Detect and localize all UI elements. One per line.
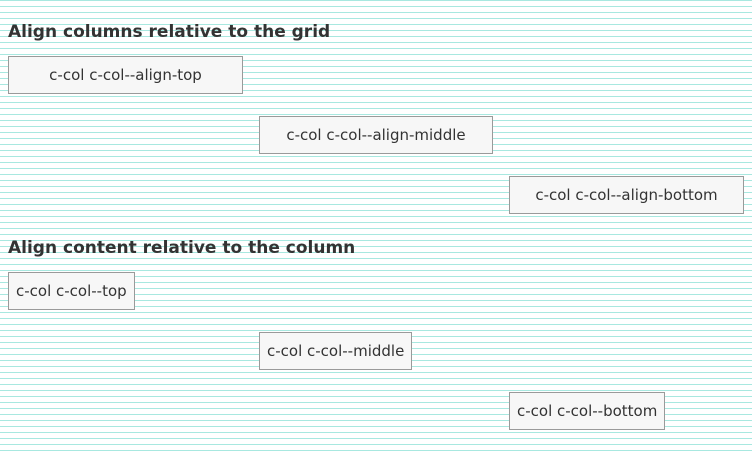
col-align-bottom-box: c-col c-col--align-bottom	[509, 176, 744, 214]
heading-align-columns: Align columns relative to the grid	[8, 22, 331, 42]
col-align-middle-box: c-col c-col--align-middle	[259, 116, 493, 154]
col-middle-box: c-col c-col--middle	[259, 332, 413, 370]
col-top-box: c-col c-col--top	[8, 272, 135, 310]
heading-align-content: Align content relative to the column	[8, 238, 356, 258]
col-bottom-box: c-col c-col--bottom	[509, 392, 666, 430]
col-align-top-box: c-col c-col--align-top	[8, 56, 243, 94]
